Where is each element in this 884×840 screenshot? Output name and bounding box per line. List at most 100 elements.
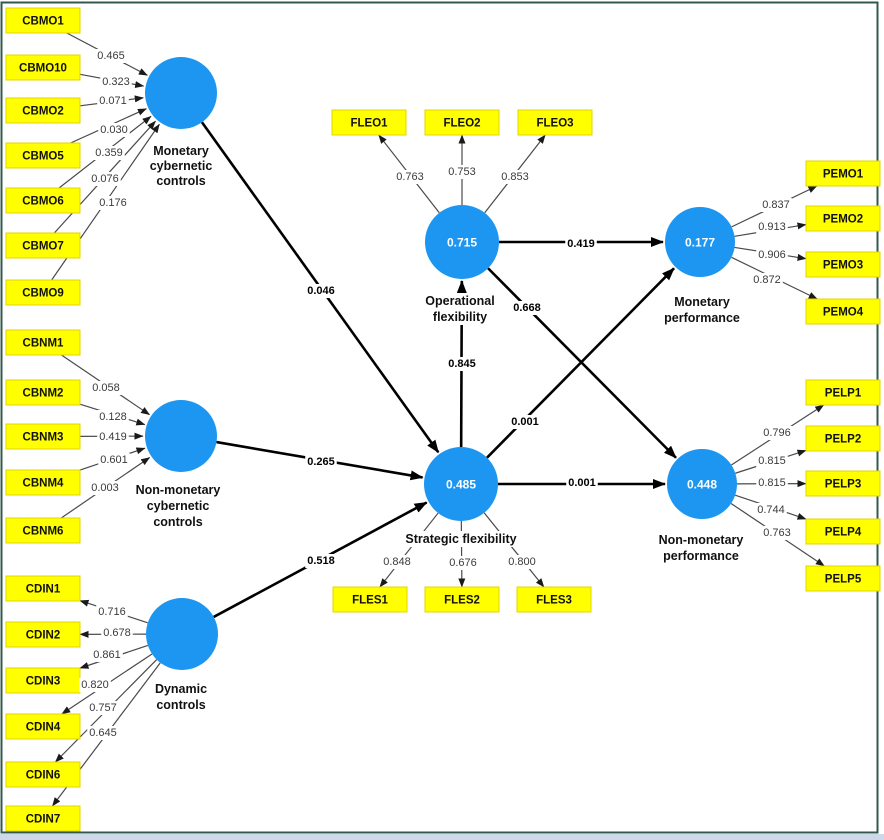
indicator-PEMO3[interactable]: PEMO3 xyxy=(805,251,881,278)
indicator-FLEO2[interactable]: FLEO2 xyxy=(424,109,500,136)
loading-arrow-FLES1 xyxy=(379,512,439,588)
indicator-CBNM4[interactable]: CBNM4 xyxy=(5,469,81,496)
indicator-label: CBMO2 xyxy=(22,106,64,118)
indicator-FLEO3[interactable]: FLEO3 xyxy=(517,109,593,136)
indicator-CDIN1[interactable]: CDIN1 xyxy=(5,575,81,602)
latent-of[interactable]: 0.715 xyxy=(425,205,499,279)
indicator-box[interactable] xyxy=(332,586,408,613)
svg-text:0.265: 0.265 xyxy=(307,456,335,468)
indicator-CDIN2[interactable]: CDIN2 xyxy=(5,621,81,648)
indicator-FLES2[interactable]: FLES2 xyxy=(424,586,500,613)
latent-circle[interactable] xyxy=(145,400,217,472)
indicator-box[interactable] xyxy=(805,379,881,406)
indicator-CBNM3[interactable]: CBNM3 xyxy=(5,423,81,450)
latent-dc[interactable] xyxy=(146,598,218,670)
indicator-CBMO6[interactable]: CBMO6 xyxy=(5,187,81,214)
indicator-box[interactable] xyxy=(516,586,592,613)
svg-text:0.763: 0.763 xyxy=(763,527,791,539)
indicator-box[interactable] xyxy=(517,109,593,136)
svg-text:0.001: 0.001 xyxy=(511,416,539,428)
indicator-box[interactable] xyxy=(805,205,881,232)
indicator-PELP5[interactable]: PELP5 xyxy=(805,565,881,592)
indicator-CBMO2[interactable]: CBMO2 xyxy=(5,97,81,124)
latent-value: 0.485 xyxy=(446,478,476,492)
indicator-FLEO1[interactable]: FLEO1 xyxy=(331,109,407,136)
svg-text:0.419: 0.419 xyxy=(99,431,127,443)
indicator-box[interactable] xyxy=(805,298,881,325)
indicator-CDIN4[interactable]: CDIN4 xyxy=(5,713,81,740)
indicator-box[interactable] xyxy=(331,109,407,136)
indicator-CBMO1[interactable]: CBMO1 xyxy=(5,7,81,34)
indicator-label: FLEO1 xyxy=(350,118,388,130)
indicator-CBMO10[interactable]: CBMO10 xyxy=(5,54,81,81)
indicator-box[interactable] xyxy=(805,251,881,278)
indicator-box[interactable] xyxy=(5,423,81,450)
indicator-box[interactable] xyxy=(424,109,500,136)
loading-value-FLES2: 0.676 xyxy=(447,556,479,570)
indicator-box[interactable] xyxy=(5,54,81,81)
path-coefficient-sf-of: 0.845 xyxy=(446,357,478,371)
indicator-box[interactable] xyxy=(5,713,81,740)
indicator-FLES1[interactable]: FLES1 xyxy=(332,586,408,613)
latent-mp[interactable]: 0.177 xyxy=(665,207,735,277)
latent-circle[interactable] xyxy=(425,205,499,279)
latent-circle[interactable] xyxy=(667,449,737,519)
svg-text:0.872: 0.872 xyxy=(753,274,781,286)
indicator-box[interactable] xyxy=(5,97,81,124)
indicator-CBNM2[interactable]: CBNM2 xyxy=(5,379,81,406)
indicator-CBMO9[interactable]: CBMO9 xyxy=(5,279,81,306)
indicator-CBNM1[interactable]: CBNM1 xyxy=(5,329,81,356)
indicator-box[interactable] xyxy=(5,575,81,602)
indicator-box[interactable] xyxy=(805,565,881,592)
indicator-box[interactable] xyxy=(5,142,81,169)
loading-value-CBMO5: 0.030 xyxy=(98,123,130,137)
loading-arrow-FLES2 xyxy=(458,520,466,588)
svg-text:0.676: 0.676 xyxy=(449,557,477,569)
latent-circle[interactable] xyxy=(424,447,498,521)
indicator-label: PELP2 xyxy=(825,434,861,446)
indicator-box[interactable] xyxy=(5,805,81,832)
latent-mcc[interactable] xyxy=(145,57,217,129)
indicator-PELP3[interactable]: PELP3 xyxy=(805,470,881,497)
indicator-CDIN7[interactable]: CDIN7 xyxy=(5,805,81,832)
latent-nmcc[interactable] xyxy=(145,400,217,472)
indicator-box[interactable] xyxy=(5,329,81,356)
latent-circle[interactable] xyxy=(146,598,218,670)
indicator-box[interactable] xyxy=(805,425,881,452)
indicator-box[interactable] xyxy=(5,7,81,34)
indicator-label: CBNM4 xyxy=(23,478,64,490)
latent-nmp[interactable]: 0.448 xyxy=(667,449,737,519)
indicator-box[interactable] xyxy=(5,621,81,648)
indicator-box[interactable] xyxy=(5,761,81,788)
latent-circle[interactable] xyxy=(665,207,735,277)
indicator-CBMO5[interactable]: CBMO5 xyxy=(5,142,81,169)
indicator-box[interactable] xyxy=(805,518,881,545)
indicator-PELP4[interactable]: PELP4 xyxy=(805,518,881,545)
indicator-FLES3[interactable]: FLES3 xyxy=(516,586,592,613)
indicator-CBMO7[interactable]: CBMO7 xyxy=(5,232,81,259)
latent-sf[interactable]: 0.485 xyxy=(424,447,498,521)
indicator-box[interactable] xyxy=(424,586,500,613)
indicator-box[interactable] xyxy=(805,470,881,497)
indicator-box[interactable] xyxy=(5,279,81,306)
latent-circle[interactable] xyxy=(145,57,217,129)
indicator-PEMO1[interactable]: PEMO1 xyxy=(805,160,881,187)
indicator-label: CDIN7 xyxy=(26,814,61,826)
indicator-box[interactable] xyxy=(5,469,81,496)
latent-name-sf: Strategic flexibility xyxy=(403,531,519,547)
indicator-box[interactable] xyxy=(5,379,81,406)
indicator-PEMO4[interactable]: PEMO4 xyxy=(805,298,881,325)
indicator-box[interactable] xyxy=(5,232,81,259)
indicator-box[interactable] xyxy=(805,160,881,187)
indicator-PELP2[interactable]: PELP2 xyxy=(805,425,881,452)
indicator-label: CDIN4 xyxy=(26,722,61,734)
svg-text:0.837: 0.837 xyxy=(762,199,790,211)
indicator-CBNM6[interactable]: CBNM6 xyxy=(5,517,81,544)
svg-text:0.645: 0.645 xyxy=(89,727,117,739)
indicator-box[interactable] xyxy=(5,517,81,544)
indicator-CDIN3[interactable]: CDIN3 xyxy=(5,667,81,694)
indicator-CDIN6[interactable]: CDIN6 xyxy=(5,761,81,788)
indicator-PEMO2[interactable]: PEMO2 xyxy=(805,205,881,232)
indicator-box[interactable] xyxy=(5,187,81,214)
indicator-PELP1[interactable]: PELP1 xyxy=(805,379,881,406)
